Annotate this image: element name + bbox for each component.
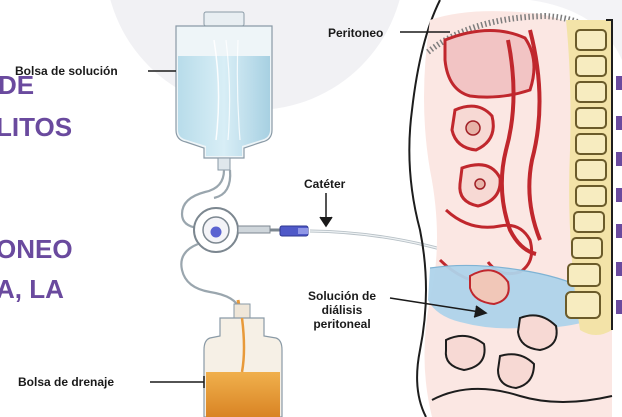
clipped-slide-text (616, 152, 622, 166)
clipped-slide-text (616, 116, 622, 130)
clipped-slide-text (616, 300, 622, 314)
label-bolsa-de-solucion: Bolsa de solución (15, 64, 118, 78)
label-solucion-de-dialisis-peritoneal: Solución de diálisis peritoneal (292, 289, 392, 331)
iv-bag-icon (176, 12, 272, 170)
clipped-slide-text (616, 224, 622, 238)
label-peritoneo: Peritoneo (328, 26, 383, 40)
clipped-slide-text (616, 76, 622, 90)
label-solucion-line-1: Solución de (292, 289, 392, 303)
transfer-set-icon (194, 208, 270, 252)
slide-text-line-4: A, LA (0, 276, 64, 302)
outflow-tubing (181, 244, 240, 310)
clipped-slide-text (616, 262, 622, 276)
label-bolsa-de-drenaje: Bolsa de drenaje (18, 375, 114, 389)
abdomen-cross-section (409, 0, 612, 417)
catheter-connector-icon (280, 226, 308, 236)
drainage-bag-icon (204, 304, 282, 417)
clipped-slide-text (616, 188, 622, 202)
slide-text-line-2: LITOS (0, 114, 72, 140)
label-solucion-line-2: diálisis (292, 303, 392, 317)
label-cateter: Catéter (304, 177, 345, 191)
slide-text-line-3: ONEO (0, 236, 73, 262)
label-solucion-line-3: peritoneal (292, 317, 392, 331)
